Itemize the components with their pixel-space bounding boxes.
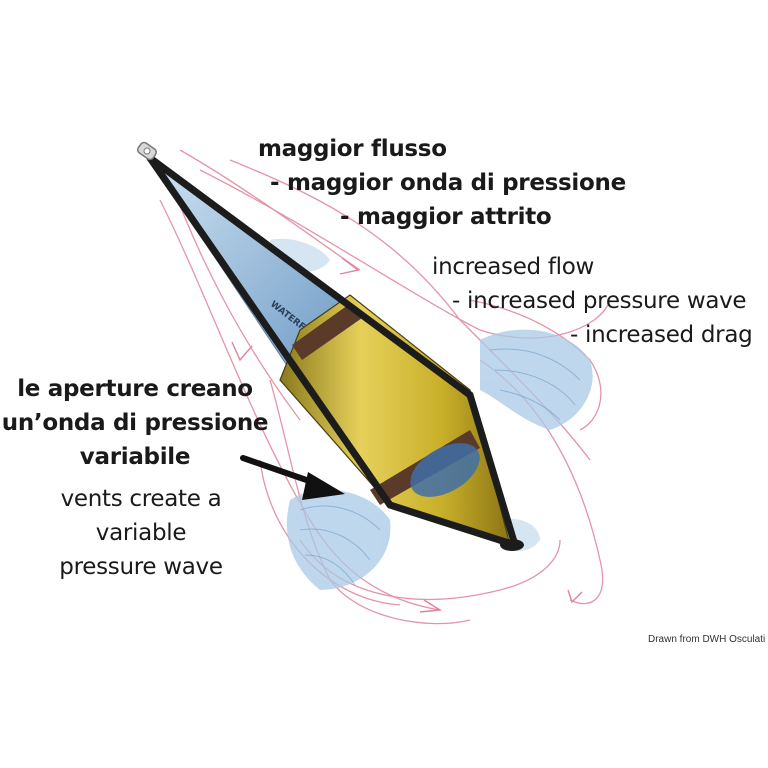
flow-arrowheads xyxy=(231,257,583,613)
swivel-icon xyxy=(137,141,157,161)
english-left-line-3: pressure wave xyxy=(59,554,223,580)
english-top-line-1: increased flow xyxy=(432,254,595,280)
pointer-arrow-icon xyxy=(240,455,345,500)
image-credit: Drawn from DWH Osculati SpA xyxy=(648,634,768,645)
english-top-line-2: - increased pressure wave xyxy=(452,288,747,314)
english-left-line-1: vents create a xyxy=(60,486,222,512)
italian-top-line-2: - maggior onda di pressione xyxy=(270,170,626,196)
italian-top-line-3: - maggior attrito xyxy=(340,204,552,230)
italian-top-line-1: maggior flusso xyxy=(258,136,447,162)
english-top-line-3: - increased drag xyxy=(570,322,753,348)
water-streaks xyxy=(299,348,581,586)
italian-left-line-2: un’onda di pressione xyxy=(1,410,269,436)
english-left-line-2: variable xyxy=(95,520,187,546)
anchor-tip xyxy=(500,539,524,551)
italian-left-line-1: le aperture creano xyxy=(17,376,253,402)
anchor-band-upper xyxy=(292,305,362,360)
vent-opening xyxy=(410,443,480,497)
anchor-frame xyxy=(146,154,519,549)
italian-left-line-3: variabile xyxy=(79,444,191,470)
